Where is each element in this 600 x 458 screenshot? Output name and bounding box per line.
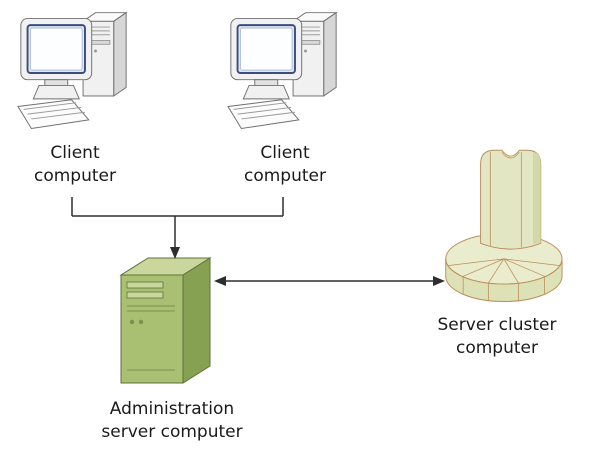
keyboard-icon	[17, 99, 90, 130]
client-computer-icon	[17, 11, 128, 130]
admin-server-label: Administration server computer	[101, 399, 243, 443]
monitor-icon	[20, 17, 93, 100]
client-computer-icon	[227, 11, 338, 130]
server-cluster-label: Server cluster computer	[437, 315, 557, 359]
keyboard-icon	[227, 99, 300, 130]
monitor-icon	[230, 17, 303, 100]
client1-label: Client computer	[34, 143, 116, 187]
client2-label: Client computer	[244, 143, 326, 187]
administration-server-icon	[119, 257, 212, 384]
server-cluster-icon	[445, 149, 563, 302]
